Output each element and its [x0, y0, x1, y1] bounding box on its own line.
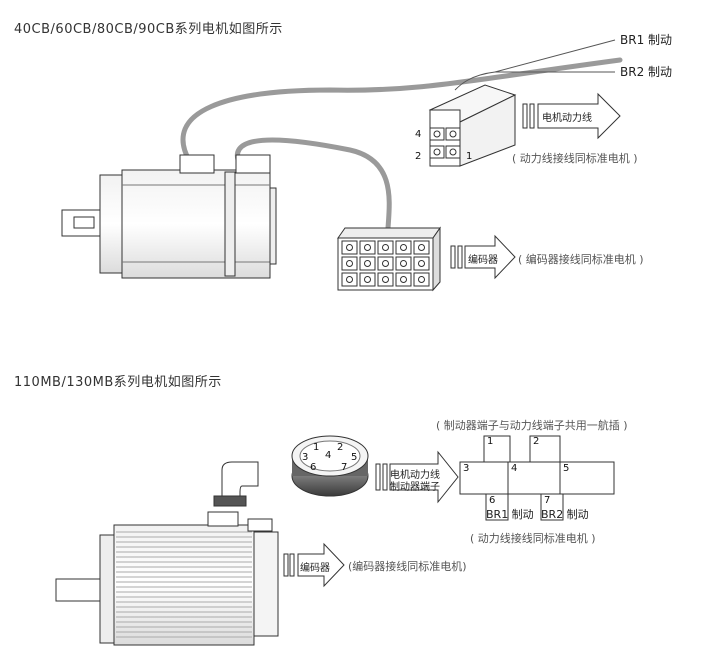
- encoder-pin-cell: [359, 272, 376, 287]
- encoder-arrow-2: [283, 542, 345, 588]
- power-note-2: ( 动力线接线同标准电机 ): [470, 532, 596, 545]
- encoder-pin-cell: [413, 256, 430, 271]
- power-note: ( 动力线接线同标准电机 ): [512, 152, 638, 165]
- power-connector: [428, 84, 517, 167]
- encoder-pin-hole: [364, 276, 371, 283]
- shared-plug-note: ( 制动器端子与动力线端子共用一航插 ): [436, 419, 628, 432]
- power-arrow: [522, 92, 621, 140]
- encoder-pin-hole: [400, 276, 407, 283]
- encoder-arrow-label: 编码器: [468, 255, 498, 266]
- terminal-1: 1: [487, 436, 494, 447]
- encoder-pin-cell: [413, 272, 430, 287]
- terminal-6: 6: [489, 495, 496, 506]
- br1-label: BR1 制动: [620, 33, 673, 47]
- terminal-5: 5: [563, 463, 570, 474]
- encoder-pin-hole: [364, 260, 371, 267]
- encoder-pin-grid: [341, 240, 430, 287]
- encoder-pin-hole: [382, 260, 389, 267]
- section2-heading: 110MB/130MB系列电机如图所示: [14, 375, 222, 390]
- terminal-2: 2: [533, 436, 540, 447]
- br2-label: BR2 制动: [620, 65, 673, 79]
- encoder-pin-cell: [341, 256, 358, 271]
- elbow-connector: [213, 461, 259, 507]
- pin-label-2: 2: [415, 151, 422, 162]
- encoder-note: ( 编码器接线同标准电机 ): [518, 253, 644, 266]
- encoder-pin-hole: [346, 260, 353, 267]
- encoder-pin-cell: [377, 256, 394, 271]
- encoder-pin-cell: [341, 272, 358, 287]
- encoder-pin-hole: [418, 244, 425, 251]
- encoder-pin-cell: [377, 272, 394, 287]
- encoder-pin-hole: [346, 276, 353, 283]
- encoder-pin-hole: [382, 276, 389, 283]
- encoder-arrow: [450, 234, 516, 280]
- power-arrow-label: 电机动力线: [542, 113, 592, 124]
- pin-label-1: 1: [466, 151, 473, 162]
- encoder-pin-hole: [346, 244, 353, 251]
- pin-label-4: 4: [415, 129, 422, 140]
- plug-pin-2: 2: [337, 442, 344, 453]
- aviation-arrow: [375, 450, 459, 504]
- aviation-plug: [291, 435, 369, 497]
- plug-pin-4: 4: [325, 450, 332, 461]
- encoder-pin-cell: [377, 240, 394, 255]
- encoder-pin-cell: [395, 272, 412, 287]
- br1-label-2: BR1 制动: [486, 508, 534, 521]
- encoder-pin-cell: [359, 256, 376, 271]
- encoder-pin-hole: [382, 244, 389, 251]
- section1-heading: 40CB/60CB/80CB/90CB系列电机如图所示: [14, 22, 283, 37]
- encoder-pin-cell: [359, 240, 376, 255]
- encoder-pin-hole: [400, 260, 407, 267]
- terminal-7: 7: [544, 495, 551, 506]
- plug-pin-1: 1: [313, 442, 320, 453]
- br2-label-2: BR2 制动: [541, 508, 589, 521]
- encoder-pin-hole: [418, 260, 425, 267]
- encoder-pin-cell: [341, 240, 358, 255]
- encoder-pin-hole: [400, 244, 407, 251]
- plug-pin-3: 3: [302, 452, 309, 463]
- encoder-pin-cell: [395, 256, 412, 271]
- terminal-3: 3: [463, 463, 470, 474]
- aviation-label-2: 制动器端子: [390, 482, 440, 493]
- encoder-arrow-label-2: 编码器: [300, 563, 330, 574]
- brake-cable: [180, 57, 623, 231]
- encoder-pin-hole: [364, 244, 371, 251]
- encoder-pin-cell: [395, 240, 412, 255]
- terminal-4: 4: [511, 463, 518, 474]
- encoder-pin-hole: [418, 276, 425, 283]
- terminal-block: [459, 435, 615, 521]
- motor-small: [61, 154, 277, 279]
- motor-large: [55, 511, 279, 646]
- plug-pin-7: 7: [341, 462, 348, 473]
- plug-pin-6: 6: [310, 462, 317, 473]
- encoder-note-2: (编码器接线同标准电机): [348, 560, 467, 573]
- aviation-label-1: 电机动力线: [390, 470, 440, 481]
- plug-pin-5: 5: [351, 452, 358, 463]
- encoder-pin-cell: [413, 240, 430, 255]
